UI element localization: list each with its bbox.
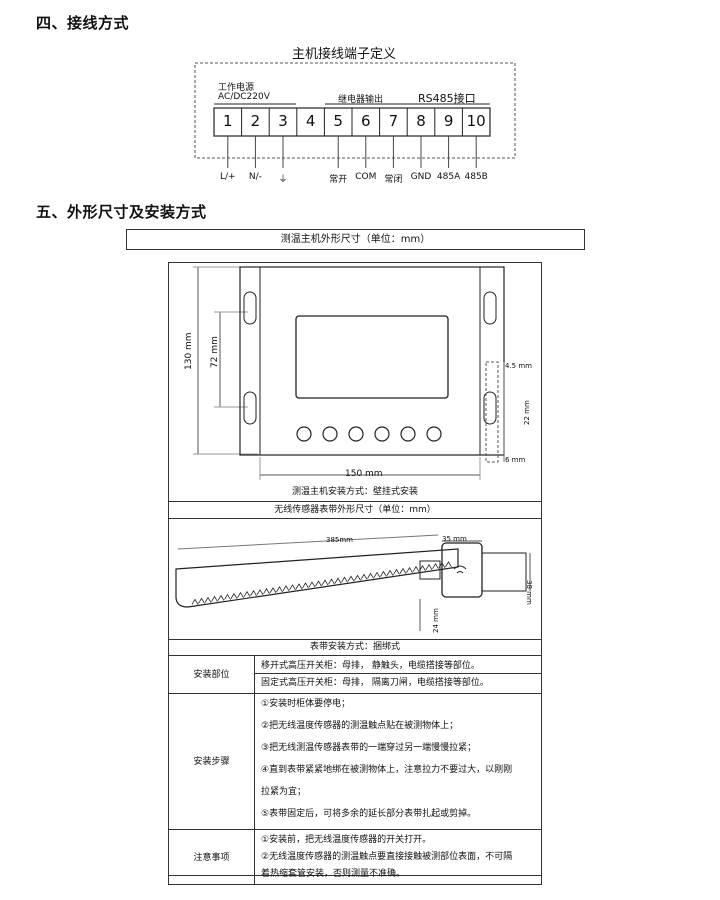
table-row: 安装部位移开式高压开关柜：母排， 静触头，电缆搭接等部位。固定式高压开关柜：母排… (168, 656, 542, 694)
terminal-number: 5 (333, 112, 343, 130)
terminal-bottom-label: COM (355, 172, 377, 182)
host-outline-drawing (193, 266, 505, 480)
table-row-label: 安装部位 (169, 656, 255, 694)
terminal-number: 1 (223, 112, 233, 130)
terminal-bottom-label: 485A (436, 172, 461, 182)
power-label: 工作电源 (218, 83, 255, 93)
terminal-number: 2 (250, 112, 261, 130)
terminal-number: 10 (466, 112, 486, 130)
host-install-method: 测温主机安装方式：壁挂式安装 (291, 487, 418, 497)
terminal-number: 9 (443, 112, 454, 130)
dim-72-label: 72 mm (210, 336, 220, 368)
host-button (374, 426, 390, 442)
diagram-title: 主机接线端子定义 (292, 47, 397, 62)
strap-install-method: 表带安装方式：捆绑式 (168, 639, 542, 656)
host-screen (295, 315, 449, 399)
sensor-strap-drawing (175, 534, 531, 631)
terminal-bottom-label: 485B (464, 172, 488, 182)
dim-22-label: 22 mm (523, 400, 531, 425)
sensor-head (441, 542, 483, 598)
host-button (426, 426, 442, 442)
table-cell-line: 移开式高压开关柜：母排， 静触头，电缆搭接等部位。 (261, 661, 480, 671)
terminal-bottom-label: GND (410, 172, 432, 182)
relay-output-label: 继电器输出 (338, 95, 384, 105)
terminal-bottom-label: ⏚ (278, 175, 288, 185)
spec-frame (168, 262, 542, 876)
terminal-bottom-label: L/+ (220, 172, 236, 182)
host-button (296, 426, 312, 442)
dim-38-label: 38 mm (525, 580, 533, 605)
dim-35-label: 35 mm (442, 535, 467, 543)
strap-buckle (419, 560, 441, 580)
table-row: 注意事项 ①安装前，把无线温度传感器的开关打开。 ②无线温度传感器的测温触点要直接接… (168, 830, 542, 885)
dim-385-line (177, 534, 439, 550)
host-body (239, 266, 505, 456)
table-cell-line: ④直到表带紧紧地绑在被测物体上，注意拉力不要过大，以刚刚 (261, 765, 513, 775)
dim-130-label: 130 mm (184, 332, 194, 370)
table-cell-line: ①安装前，把无线温度传感器的开关打开。 (261, 835, 432, 845)
wireless-icon (453, 565, 467, 574)
terminal-number: 3 (278, 112, 288, 130)
table-cell-line: 拉紧为宜； (261, 787, 307, 797)
table-row-label: 注意事项 (169, 830, 255, 885)
dim-150-label: 150 mm (345, 469, 383, 479)
terminal-number: 6 (361, 112, 371, 130)
dim-4-5-label: 4.5 mm (505, 362, 532, 370)
table-cell-line: ③把无线测温传感器表带的一端穿过另一端慢慢拉紧； (261, 743, 477, 753)
dim-24-label: 24 mm (432, 608, 440, 633)
installation-table: 安装部位移开式高压开关柜：母排， 静触头，电缆搭接等部位。固定式高压开关柜：母排… (168, 656, 542, 885)
table-row: 安装步骤 ①安装时柜体要停电； ②把无线温度传感器的测温触点贴在被测物体上； ③把无线… (168, 694, 542, 830)
table-cell-line: ②无线温度传感器的测温触点要直接接触被测部位表面，不可隔 (261, 852, 513, 862)
mount-slot (243, 391, 257, 425)
table-cell-line: 固定式高压开关柜：母排， 隔离刀闸，电缆搭接等部位。 (261, 678, 489, 688)
strap-end (482, 552, 527, 592)
terminal-number: 8 (416, 112, 426, 130)
host-button (348, 426, 364, 442)
host-button (400, 426, 416, 442)
host-button (322, 426, 338, 442)
section-5-title: 五、外形尺寸及安装方式 (36, 203, 207, 221)
strap-body (175, 548, 459, 608)
dim-6-label: 6 mm (505, 456, 526, 464)
terminal-bottom-label: N/- (248, 172, 262, 182)
table-cell-line: ⑤表带固定后，可将多余的延长部分表带扎起或剪掉。 (261, 809, 477, 819)
mount-slot (483, 291, 497, 325)
host-dimension-title: 测温主机外形尺寸（单位：mm） (126, 229, 585, 250)
mount-slot (483, 391, 497, 425)
diagram-dashed-frame (194, 62, 516, 159)
table-cell-line: ①安装时柜体要停电； (261, 699, 351, 709)
section-4-title: 四、接线方式 (36, 14, 130, 32)
table-cell-line: 着热缩套管安装，否则测量不准确。 (261, 869, 406, 879)
terminal-number: 4 (305, 112, 316, 130)
power-voltage-label: AC/DC220V (218, 92, 270, 102)
table-cell-line: ②把无线温度传感器的测温触点贴在被测物体上； (261, 721, 459, 731)
terminal-number: 7 (388, 112, 399, 130)
table-row-label: 安装步骤 (169, 694, 255, 830)
sensor-dimension-title: 无线传感器表带外形尺寸（单位：mm） (168, 501, 542, 519)
mount-slot (243, 291, 257, 325)
terminal-bottom-label: 常开 (329, 175, 348, 185)
terminal-wiring-diagram (194, 62, 516, 168)
dim-385-label: 385mm (326, 536, 353, 544)
rs485-label: RS485接口 (418, 92, 476, 105)
side-profile (485, 361, 499, 463)
terminal-bottom-label: 常闭 (384, 175, 403, 185)
